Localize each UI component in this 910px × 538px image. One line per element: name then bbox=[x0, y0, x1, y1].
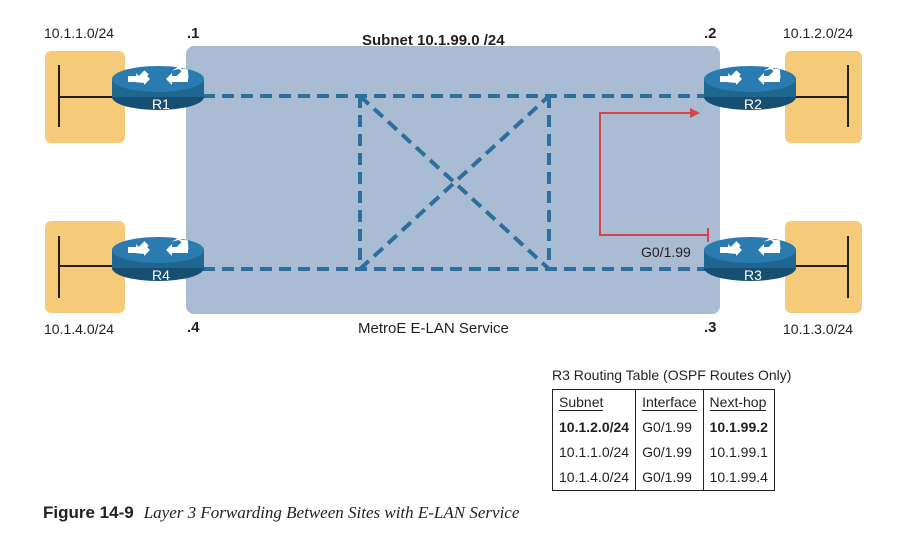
router-r4[interactable]: R4 bbox=[112, 233, 204, 283]
router-r3[interactable]: R3 bbox=[704, 233, 796, 283]
lan-label-r1: 10.1.1.0/24 bbox=[44, 25, 115, 41]
network-diagram: R1 R2 R4 R3 bbox=[45, 46, 862, 314]
service-label: MetroE E-LAN Service bbox=[358, 320, 509, 337]
header-next-hop: Next-hop bbox=[702, 389, 775, 415]
cell-next-hop: 10.1.99.2 bbox=[702, 415, 775, 440]
router-r1-label: R1 bbox=[152, 96, 170, 112]
lan-segment-r2 bbox=[790, 65, 849, 127]
router-r2-label: R2 bbox=[744, 96, 762, 112]
cell-interface: G0/1.99 bbox=[635, 465, 704, 491]
router-r2[interactable]: R2 bbox=[704, 62, 796, 112]
cell-interface: G0/1.99 bbox=[635, 415, 704, 440]
cell-subnet: 10.1.4.0/24 bbox=[559, 469, 630, 485]
cell-interface: G0/1.99 bbox=[635, 440, 704, 465]
lan-segment-r3 bbox=[790, 236, 849, 298]
link-diagonal-r4-r2 bbox=[358, 94, 551, 271]
header-interface: Interface bbox=[635, 389, 704, 415]
subnet-title: Subnet 10.1.99.0 /24 bbox=[362, 32, 505, 49]
figure-number: Figure 14-9 bbox=[43, 503, 134, 522]
lan-segment-r1 bbox=[58, 65, 118, 127]
routing-table-header: Subnet Interface Next-hop bbox=[553, 389, 775, 415]
host-octet-r2: .2 bbox=[704, 25, 717, 42]
host-octet-r4: .4 bbox=[187, 319, 200, 336]
lan-label-r2: 10.1.2.0/24 bbox=[783, 25, 854, 41]
forwarding-arrow bbox=[599, 108, 708, 236]
host-octet-r1: .1 bbox=[187, 25, 200, 42]
link-diagonal-r1-r3 bbox=[358, 94, 551, 271]
lan-label-r4: 10.1.4.0/24 bbox=[44, 321, 115, 337]
cell-next-hop: 10.1.99.1 bbox=[702, 440, 775, 465]
table-row: 10.1.2.0/24 G0/1.99 10.1.99.2 bbox=[553, 415, 775, 440]
cell-subnet: 10.1.1.0/24 bbox=[559, 444, 630, 460]
figure-title: Layer 3 Forwarding Between Sites with E-… bbox=[143, 503, 520, 522]
router-r3-label: R3 bbox=[744, 267, 762, 283]
table-row: 10.1.1.0/24 G0/1.99 10.1.99.1 bbox=[553, 440, 775, 465]
lan-label-r3: 10.1.3.0/24 bbox=[783, 321, 854, 337]
header-subnet: Subnet bbox=[559, 394, 604, 411]
host-octet-r3: .3 bbox=[704, 319, 717, 336]
routing-table-title: R3 Routing Table (OSPF Routes Only) bbox=[552, 367, 792, 383]
figure-caption: Figure 14-9 Layer 3 Forwarding Between Si… bbox=[43, 503, 519, 523]
router-r1[interactable]: R1 bbox=[112, 62, 204, 112]
cell-next-hop: 10.1.99.4 bbox=[702, 465, 775, 491]
lan-segment-r4 bbox=[58, 236, 118, 298]
routing-table: Subnet Interface Next-hop 10.1.2.0/24 G0… bbox=[552, 389, 775, 491]
cell-subnet: 10.1.2.0/24 bbox=[559, 419, 630, 435]
interface-label-r3: G0/1.99 bbox=[641, 244, 691, 260]
router-r4-label: R4 bbox=[152, 267, 170, 283]
table-row: 10.1.4.0/24 G0/1.99 10.1.99.4 bbox=[553, 465, 775, 491]
